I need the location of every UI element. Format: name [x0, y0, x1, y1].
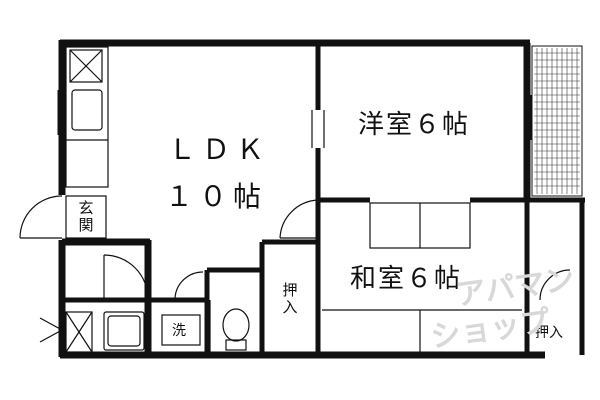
windows	[57, 90, 532, 300]
bath-area	[39, 254, 149, 353]
entrance-label: 玄関	[78, 199, 94, 234]
washer-label: 洗	[172, 323, 186, 339]
entrance-area	[19, 195, 107, 239]
closet-center-label: 押入	[282, 281, 298, 316]
western-room-label: 洋室６帖	[358, 110, 471, 140]
doors	[279, 110, 571, 301]
ldk-size: １０帖	[165, 180, 268, 213]
ldk-title: ＬＤＫ	[168, 133, 271, 166]
japanese-room-label: 和室６帖	[350, 264, 463, 294]
interior-walls	[62, 43, 585, 355]
kitchen-counter	[65, 46, 109, 188]
closet-right-label: 押入	[535, 325, 563, 341]
balcony-grid	[534, 48, 580, 194]
balcony	[531, 45, 583, 197]
japanese-room-tatami	[322, 202, 522, 352]
washroom	[161, 271, 250, 352]
